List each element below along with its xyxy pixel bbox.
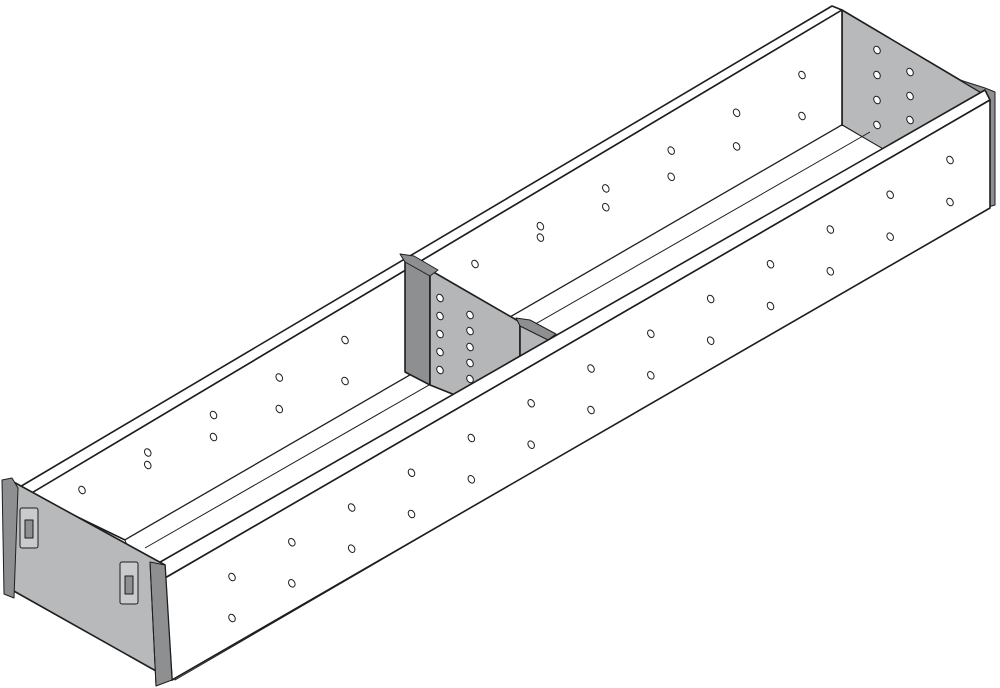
centre-divider: [399, 253, 557, 396]
perforation-hole: [341, 376, 349, 386]
perforation-hole: [436, 293, 444, 303]
perforation-hole: [228, 613, 236, 623]
perforation-hole: [143, 448, 152, 457]
perforation-hole: [436, 365, 444, 375]
perforation-hole: [466, 342, 474, 352]
clip-icon: [19, 507, 39, 549]
perforation-hole: [706, 336, 715, 345]
perforation-hole: [466, 358, 474, 368]
perforation-hole: [288, 537, 296, 547]
perforation-hole: [436, 329, 444, 339]
perforation-hole: [275, 404, 284, 414]
perforation-hole: [647, 371, 655, 380]
perforation-hole: [873, 45, 881, 55]
perforation-hole: [602, 202, 610, 212]
perforation-hole: [78, 485, 86, 495]
perforation-hole: [906, 115, 914, 125]
perforation-hole: [826, 225, 835, 234]
perforation-hole: [873, 120, 881, 130]
divider-perforations: [436, 293, 474, 384]
perforation-hole: [466, 310, 474, 320]
perforation-hole: [873, 70, 881, 80]
perforation-hole: [228, 572, 236, 582]
perforation-hole: [467, 433, 476, 443]
perforation-hole: [647, 329, 655, 339]
perforation-hole: [467, 475, 476, 484]
perforation-hole: [906, 91, 914, 101]
perforation-hole: [436, 347, 444, 357]
perforation-hole: [143, 460, 152, 470]
perforation-hole: [798, 111, 806, 121]
perforation-hole: [209, 432, 218, 442]
perforation-hole: [275, 373, 284, 382]
perforation-hole: [527, 440, 535, 449]
perforation-hole: [873, 95, 881, 105]
front-side-wall-perforations: [228, 155, 954, 623]
perforation-hole: [347, 544, 356, 553]
perforation-hole: [766, 259, 775, 269]
perforation-hole: [706, 294, 715, 304]
perforation-hole: [906, 67, 914, 77]
perforation-hole: [667, 146, 675, 155]
perforation-hole: [826, 267, 835, 276]
perforation-hole: [587, 364, 595, 373]
perforation-hole: [466, 326, 474, 336]
perforation-hole: [536, 233, 545, 242]
perforation-hole: [536, 221, 545, 231]
perforation-hole: [886, 232, 894, 241]
back-side-wall-perforations: [78, 70, 806, 495]
perforation-hole: [946, 155, 954, 165]
perforation-hole: [209, 410, 218, 420]
perforation-hole: [471, 259, 479, 269]
perforation-hole: [587, 405, 595, 415]
perforation-hole: [946, 197, 954, 207]
perforation-hole: [886, 190, 894, 200]
perforation-hole: [347, 503, 356, 512]
perforation-hole: [732, 108, 741, 118]
perforation-hole: [602, 184, 610, 193]
perforation-hole: [766, 301, 775, 311]
front-end-panel: [1, 477, 173, 687]
perforation-hole: [407, 468, 416, 478]
perforation-hole: [436, 311, 444, 321]
perforation-hole: [466, 374, 474, 384]
perforation-hole: [732, 142, 741, 151]
perforation-hole: [288, 579, 296, 588]
perforation-hole: [341, 335, 349, 345]
perforation-hole: [527, 398, 535, 408]
perforation-hole: [667, 172, 675, 182]
perforation-hole: [407, 509, 416, 519]
clip-icon: [119, 561, 139, 605]
perforation-hole: [798, 70, 806, 80]
